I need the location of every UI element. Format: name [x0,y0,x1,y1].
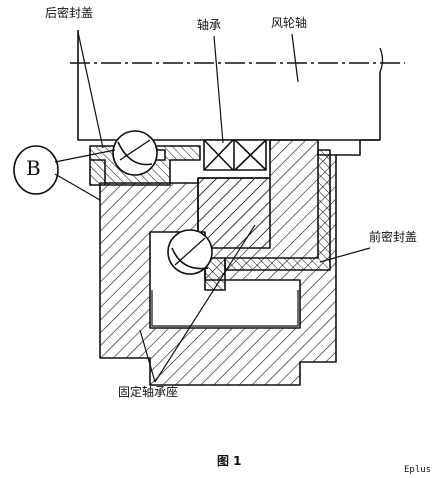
rear-seal-circle [112,130,158,176]
label-rear-seal-cover: 后密封盖 [45,6,94,20]
detail-marker-circle [13,145,59,195]
bearing [203,139,267,171]
figure-caption: 图 1 [217,454,242,468]
bearing-inner-ring [197,177,271,249]
detail-marker-letter: B [26,156,41,180]
fan-shaft [70,30,405,141]
credit-text: Eplus [404,465,432,475]
front-seal-cover [204,149,331,291]
label-fixed-bearing-seat: 固定轴承座 [118,385,179,399]
leader-lines [54,31,371,383]
label-bearing: 轴承 [197,18,222,32]
label-front-seal-cover: 前密封盖 [369,230,418,244]
label-fan-shaft: 风轮轴 [271,16,308,30]
